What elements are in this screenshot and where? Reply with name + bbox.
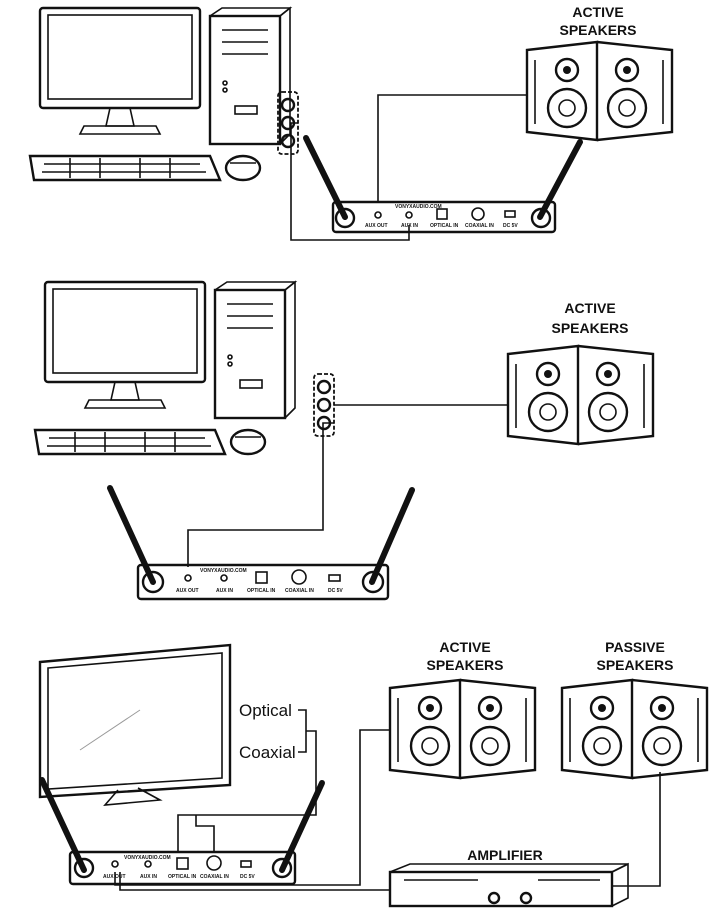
amplifier-icon — [388, 862, 629, 908]
amplifier-label: AMPLIFIER — [467, 847, 542, 863]
tv-audio-cable — [177, 709, 317, 852]
port-dc-5v: DC 5V — [240, 874, 255, 880]
speaker-label-line1: ACTIVE — [564, 300, 615, 316]
passive-label-line1: PASSIVE — [605, 639, 665, 655]
cable-amp-to-passive — [612, 772, 661, 887]
speaker-label-line2: SPEAKERS — [559, 22, 636, 38]
speaker-label-line2: SPEAKERS — [426, 657, 503, 673]
passive-label-line2: SPEAKERS — [596, 657, 673, 673]
port-aux-in: AUX IN — [140, 874, 157, 880]
speaker-pair-icon — [525, 40, 674, 142]
receiver-brand: VONYXAUDIO.COM — [395, 204, 442, 210]
speaker-label-line2: SPEAKERS — [551, 320, 628, 336]
cable-pc-to-aux-in — [290, 122, 410, 241]
wireless-receiver-icon: VONYXAUDIO.COM AUX OUT AUX IN OPTICAL IN… — [303, 135, 583, 234]
port-dc-5v: DC 5V — [328, 588, 343, 594]
optical-label: Optical — [239, 701, 292, 720]
port-coaxial-in: COAXIAL IN — [285, 588, 314, 594]
port-dc-5v: DC 5V — [503, 223, 518, 229]
speaker-pair-icon — [506, 344, 655, 446]
speaker-pair-icon — [560, 678, 709, 780]
cable-pc-to-aux-out — [187, 422, 334, 567]
speaker-label-line1: ACTIVE — [572, 4, 623, 20]
cable-aux-out-to-active — [114, 729, 390, 886]
port-aux-out: AUX OUT — [365, 223, 388, 229]
port-aux-out: AUX OUT — [176, 588, 199, 594]
port-optical-in: OPTICAL IN — [430, 223, 459, 229]
cable-aux-out-to-speakers — [377, 94, 527, 202]
speaker-pair-icon — [388, 678, 537, 780]
port-optical-in: OPTICAL IN — [168, 874, 197, 880]
receiver-brand: VONYXAUDIO.COM — [124, 855, 171, 861]
receiver-brand: VONYXAUDIO.COM — [200, 568, 247, 574]
coaxial-label: Coaxial — [239, 743, 296, 762]
audio-jack-panel-icon — [312, 372, 336, 438]
cable-aux-out-to-amp — [119, 872, 390, 891]
setup-2: ACTIVE SPEAKERS VONYXAUDIO.COM AUX OUT A… — [33, 280, 655, 601]
setup-1: ACTIVE SPEAKERS VONYXAUDIO.COM AUX OUT A… — [28, 4, 674, 241]
wireless-receiver-icon: VONYXAUDIO.COM AUX OUT AUX IN OPTICAL IN… — [107, 485, 415, 601]
tv-icon — [38, 643, 232, 806]
port-coaxial-in: COAXIAL IN — [200, 874, 229, 880]
computer-monitor-icon — [28, 6, 292, 182]
port-coaxial-in: COAXIAL IN — [465, 223, 494, 229]
speaker-label-line1: ACTIVE — [439, 639, 490, 655]
setup-3: Optical Coaxial ACTIVE SPEAKERS PASSIVE … — [38, 639, 709, 908]
port-optical-in: OPTICAL IN — [247, 588, 276, 594]
wireless-receiver-icon: VONYXAUDIO.COM AUX OUT AUX IN OPTICAL IN… — [39, 777, 325, 886]
computer-monitor-icon — [33, 280, 297, 456]
port-aux-in: AUX IN — [216, 588, 233, 594]
